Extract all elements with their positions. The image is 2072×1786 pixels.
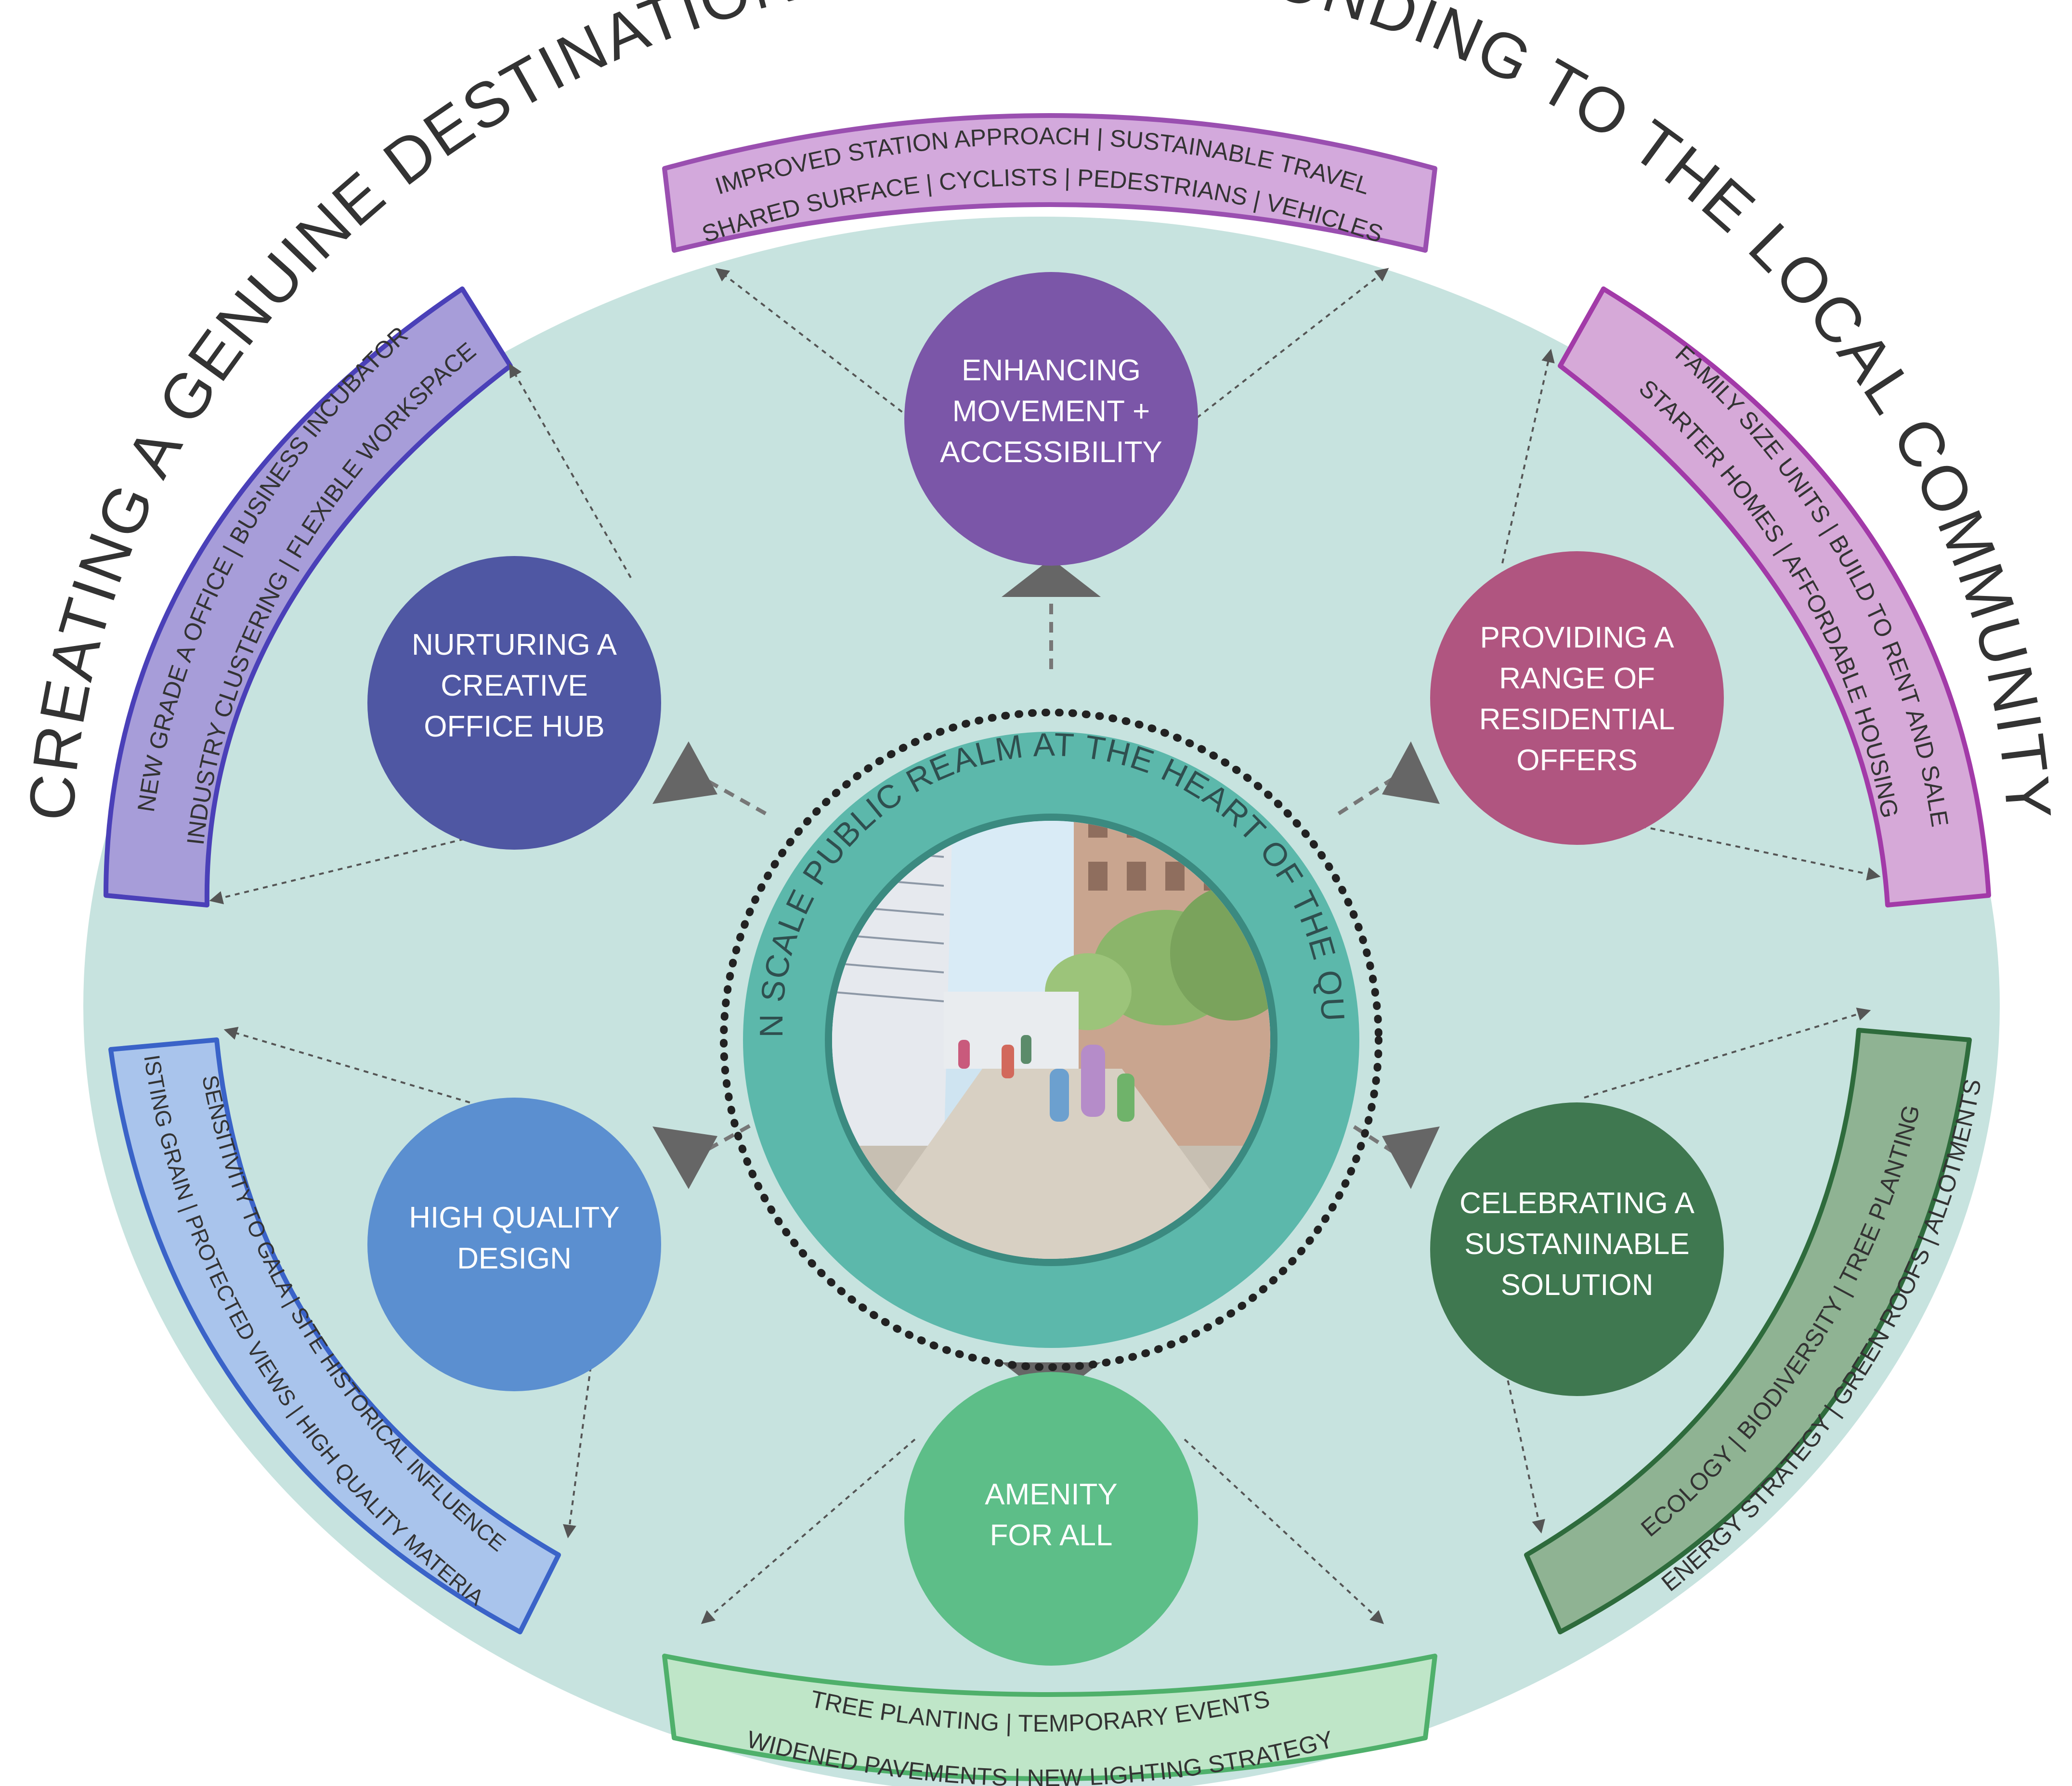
band-amenity (662, 1654, 1437, 1781)
node-movement-line-2: MOVEMENT + (952, 395, 1150, 428)
node-movement: ENHANCING MOVEMENT + ACCESSIBILITY (904, 272, 1198, 566)
node-sustainable-line-3: SOLUTION (1501, 1268, 1654, 1302)
node-residential-line-2: RANGE OF (1499, 662, 1655, 695)
node-sustainable-line-1: CELEBRATING A (1460, 1187, 1695, 1220)
node-sustainable-line-2: SUSTANINABLE (1464, 1228, 1689, 1261)
node-residential-line-4: OFFERS (1516, 744, 1637, 777)
node-residential-line-1: PROVIDING A (1480, 621, 1674, 654)
band-movement (662, 113, 1437, 253)
node-office-line-2: CREATIVE (441, 669, 587, 702)
band-sustainable (1524, 1028, 1972, 1634)
node-design-line-1: HIGH QUALITY (409, 1201, 620, 1234)
node-sustainable: CELEBRATING A SUSTANINABLE SOLUTION (1430, 1102, 1724, 1396)
node-office-circle (367, 556, 661, 850)
center-arrowheads (652, 558, 1440, 1401)
node-amenity: AMENITY FOR ALL (904, 1372, 1198, 1666)
node-amenity-line-1: AMENITY (985, 1478, 1118, 1511)
node-amenity-circle (904, 1372, 1198, 1666)
node-office: NURTURING A CREATIVE OFFICE HUB (367, 556, 661, 850)
band-office (104, 286, 513, 907)
node-design-circle (367, 1098, 661, 1391)
band-residential (1558, 286, 1991, 907)
node-design: HIGH QUALITY DESIGN (367, 1098, 661, 1391)
node-sustainable-circle (1430, 1102, 1724, 1396)
node-movement-line-3: ACCESSIBILITY (940, 436, 1162, 469)
band-design (108, 1037, 561, 1634)
node-residential: PROVIDING A RANGE OF RESIDENTIAL OFFERS (1430, 551, 1724, 845)
node-movement-circle (904, 272, 1198, 566)
node-design-line-2: DESIGN (457, 1242, 572, 1275)
node-office-line-1: NURTURING A (412, 628, 617, 661)
node-residential-circle (1430, 551, 1724, 845)
node-residential-line-3: RESIDENTIAL (1479, 703, 1675, 736)
node-office-line-3: OFFICE HUB (424, 710, 604, 743)
node-movement-line-1: ENHANCING (962, 354, 1141, 387)
node-amenity-line-2: FOR ALL (990, 1519, 1113, 1552)
center-ring-dots (720, 709, 1382, 1371)
